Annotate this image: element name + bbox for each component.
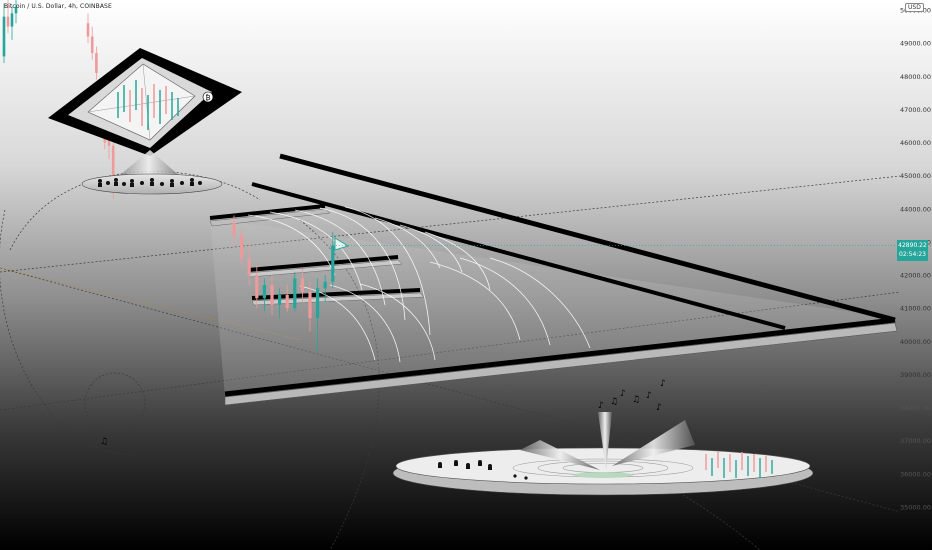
candle-body	[95, 53, 98, 73]
guide-line-upper	[0, 175, 901, 273]
y-tick-label: 40000.00	[900, 338, 931, 346]
platform-right: ♪♫ ♪♫ ♪♪ ♪♫	[100, 379, 814, 496]
svg-text:♫: ♫	[610, 397, 618, 407]
diamond-facet-1	[142, 63, 151, 141]
candle-body	[262, 285, 266, 299]
spotlight-cone-right-wing	[612, 420, 695, 466]
bitcoin-icon-glyph: ₿	[205, 94, 210, 102]
crowd-candles-right	[705, 452, 773, 478]
triangle-edge-mid-bevel	[209, 208, 331, 227]
candle-body	[308, 291, 312, 319]
svg-text:♪: ♪	[646, 391, 652, 401]
y-tick-label: 49000.00	[900, 40, 931, 48]
svg-text:♪: ♪	[620, 389, 626, 399]
y-tick-label: 44000.00	[900, 205, 931, 213]
candle-body	[331, 245, 335, 282]
y-tick-label: 46000.00	[900, 139, 931, 147]
candle-body	[293, 278, 297, 309]
guide-arc-left	[9, 171, 261, 251]
platform-left	[81, 150, 223, 195]
triangle-edge-top-inner	[251, 182, 786, 330]
svg-text:♫: ♫	[632, 395, 640, 405]
y-tick-label: 47000.00	[900, 106, 931, 114]
last-price-tag: 42890.22 02:54:23	[897, 240, 928, 261]
y-tick-label: 38000.00	[900, 404, 931, 412]
platform-center-glow	[573, 472, 633, 478]
y-tick-label: 35000.00	[900, 504, 931, 512]
bitcoin-icon	[202, 91, 214, 103]
flag-marker	[334, 237, 350, 251]
candle-body	[255, 275, 259, 299]
fan-arcs	[247, 206, 591, 363]
candle-body	[10, 13, 14, 27]
candle-body	[111, 145, 115, 189]
candle-body	[240, 235, 244, 259]
triangle-edge-top-outer	[279, 153, 896, 323]
y-tick-label: 41000.00	[900, 305, 931, 313]
candle-body	[232, 222, 236, 236]
y-tick-label: 42000.00	[900, 272, 931, 280]
candle-body	[285, 294, 289, 309]
y-tick-label: 37000.00	[900, 437, 931, 445]
bar-countdown: 02:54:23	[899, 251, 926, 258]
diamond-artwork: ₿	[48, 48, 242, 156]
guide-line-lower	[0, 291, 901, 411]
perspective-triangle	[209, 153, 898, 406]
diamond-mini-candles	[117, 80, 179, 130]
svg-text:♪: ♪	[656, 403, 662, 413]
crowd-icons-left	[98, 178, 202, 187]
candle-body	[90, 36, 94, 54]
candle-body	[316, 288, 320, 319]
spotlight-cone-left-wing	[520, 440, 600, 470]
candle-body	[6, 16, 10, 27]
triangle-edge-bottom	[224, 317, 896, 397]
candle-body	[300, 278, 304, 292]
candle-body	[323, 281, 327, 289]
candle-body	[247, 258, 251, 276]
candle-body	[86, 23, 90, 37]
y-tick-label: 39000.00	[900, 371, 931, 379]
candle-body	[270, 285, 274, 305]
triangle-edge-bottom-bevel	[224, 322, 898, 406]
guide-circle	[84, 372, 146, 434]
triangle-step-1	[247, 255, 399, 272]
last-price-value: 42890.22	[898, 242, 927, 249]
svg-text:♪: ♪	[598, 401, 604, 411]
svg-text:♪: ♪	[660, 379, 666, 389]
music-note-icons: ♪♫ ♪♫ ♪♪ ♪♫	[100, 379, 666, 447]
symbol-header: Bitcoin / U.S. Dollar, 4h, COINBASE	[4, 3, 112, 10]
y-tick-label: 45000.00	[900, 172, 931, 180]
crowd-icons-right	[438, 460, 528, 480]
currency-button[interactable]: USD	[905, 3, 924, 12]
triangle-edge-mid	[209, 204, 326, 220]
y-tick-label: 36000.00	[900, 470, 931, 478]
candle-body	[278, 294, 282, 305]
guide-arc-outer	[0, 209, 131, 456]
guide-arc-right	[299, 219, 380, 550]
candle-body	[2, 16, 6, 57]
svg-text:♫: ♫	[100, 437, 108, 447]
y-tick-label: 48000.00	[900, 73, 931, 81]
candle-body	[14, 6, 18, 14]
guide-line-orange	[0, 267, 301, 341]
spotlight-cone-center	[598, 412, 612, 470]
